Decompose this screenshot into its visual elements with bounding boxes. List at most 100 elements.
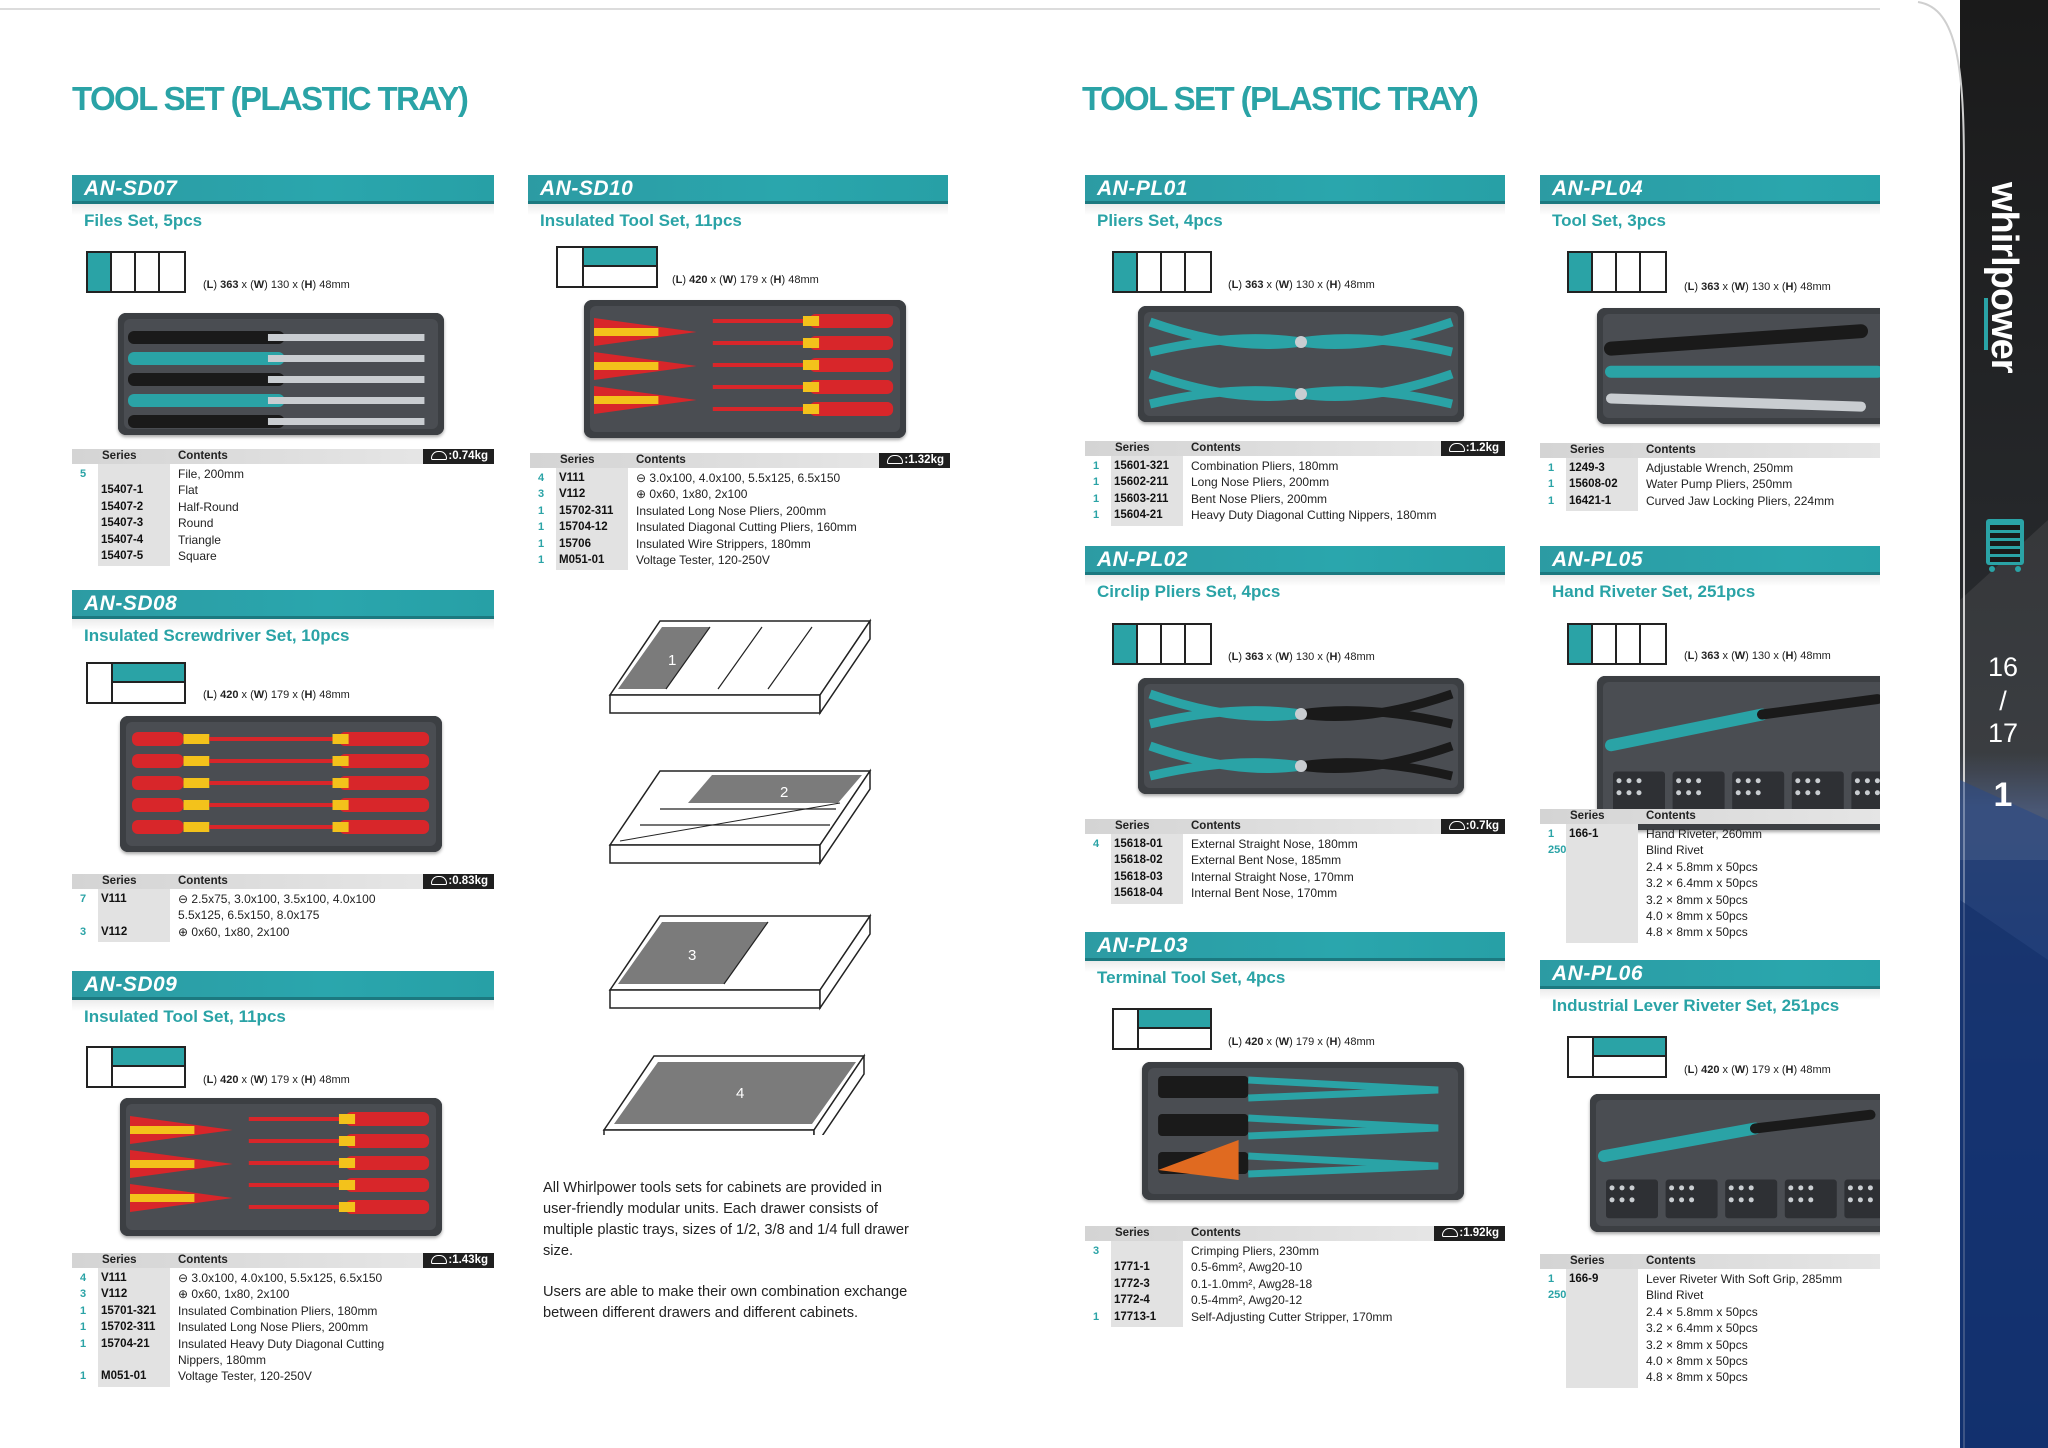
contents-table: Series Contents :1.38kg 1 1249-3 Adjusta…: [1540, 443, 1960, 512]
row-series: 15702-311: [101, 1321, 156, 1334]
header-shadow: [1085, 201, 1505, 215]
row-contents: Flat: [178, 483, 199, 498]
row-contents: Voltage Tester, 120-250V: [636, 552, 770, 567]
drawer-1: 1: [608, 618, 872, 716]
header-shadow: [1540, 201, 1960, 215]
row-contents: 3.2 × 8mm x 50pcs: [1646, 892, 1748, 907]
table-row: 5 File, 200mm: [72, 466, 494, 482]
contents-header: Contents: [1191, 1227, 1241, 1239]
row-series: 15601-321: [1114, 460, 1169, 472]
row-series: 166-9: [1569, 1273, 1599, 1285]
row-contents: ⊖ 2.5x75, 3.0x100, 3.5x100, 4.0x100: [178, 892, 376, 906]
row-contents: Insulated Heavy Duty Diagonal Cutting: [178, 1336, 385, 1351]
contents-header: Contents: [178, 875, 228, 887]
block-header: AN-SD07: [72, 175, 494, 204]
series-header: Series: [560, 454, 595, 466]
table-row: 1 15702-311 Insulated Long Nose Pliers, …: [72, 1319, 494, 1335]
row-qty: 4: [1093, 838, 1100, 850]
row-qty: 7: [80, 893, 87, 905]
row-series: 1249-3: [1569, 462, 1605, 474]
row-contents: 4.8 × 8mm x 50pcs: [1646, 925, 1748, 940]
table-row: 1 M051-01 Voltage Tester, 120-250V: [72, 1368, 494, 1384]
table-row: 1772-3 0.1-1.0mm², Awg28-18: [1085, 1276, 1505, 1292]
row-series: 15407-2: [101, 500, 144, 513]
table-header: Series Contents :0.74kg: [72, 449, 494, 464]
drawer-3: 3: [608, 913, 872, 1011]
table-row: Nippers, 180mm: [72, 1352, 494, 1368]
row-qty: 1: [80, 1370, 87, 1383]
table-row: 1 17713-1 Self-Adjusting Cutter Stripper…: [1085, 1309, 1505, 1325]
modular-note-p2: Users are able to make their own combina…: [543, 1284, 908, 1321]
tray-photo: [120, 716, 442, 852]
row-contents: 2.4 × 5.8mm x 50pcs: [1646, 1304, 1758, 1319]
weight-icon: [431, 451, 448, 460]
weight-icon: [1448, 443, 1465, 452]
row-contents: 2.4 × 5.8mm x 50pcs: [1646, 859, 1758, 874]
table-row: 3 V112 ⊕ 0x60, 1x80, 2x100: [72, 1286, 494, 1302]
row-series: 15608-02: [1569, 478, 1618, 491]
table-row: 4 V111 ⊖ 3.0x100, 4.0x100, 5.5x125, 6.5x…: [72, 1270, 494, 1286]
row-qty: 1: [1548, 828, 1555, 840]
quarter-tray-icon: [1567, 251, 1667, 293]
table-row: 1 15601-321 Combination Pliers, 180mm: [1085, 458, 1505, 474]
drawer-2: 2: [608, 768, 872, 866]
table-row: 3 V112 ⊕ 0x60, 1x80, 2x100: [72, 924, 494, 940]
row-series: 15618-02: [1114, 854, 1163, 867]
row-series: V112: [559, 488, 586, 501]
set-code: AN-SD07: [84, 177, 178, 200]
side-ribbon: [1880, 0, 2048, 1448]
weight-badge: :0.7kg: [1440, 819, 1505, 834]
row-series: 15618-04: [1114, 887, 1163, 900]
row-contents: File, 200mm: [178, 467, 245, 481]
row-contents: 0.5-6mm², Awg20-10: [1191, 1260, 1303, 1275]
right-page-title: TOOL SET (PLASTIC TRAY): [1082, 80, 1479, 117]
table-row: 3.2 × 6.4mm x 50pcs: [1540, 875, 1960, 891]
tray-dimensions: (L) 363 x (W) 130 x (H) 48mm: [1228, 279, 1375, 291]
contents-header: Contents: [178, 450, 228, 462]
row-series: M051-01: [559, 553, 605, 566]
row-contents: Combination Pliers, 180mm: [1191, 459, 1339, 473]
table-row: 15618-03 Internal Straight Nose, 170mm: [1085, 869, 1505, 885]
svg-text:whirlpower: whirlpower: [1984, 181, 2025, 374]
table-row: 4.0 × 8mm x 50pcs: [1540, 908, 1960, 924]
table-row: 1 15704-12 Insulated Diagonal Cutting Pl…: [530, 519, 950, 535]
row-contents: 3.2 × 6.4mm x 50pcs: [1646, 876, 1758, 891]
row-contents: External Straight Nose, 180mm: [1191, 837, 1358, 851]
row-series: 15706: [559, 537, 591, 550]
series-header: Series: [1570, 444, 1605, 456]
set-code: AN-SD10: [540, 177, 634, 200]
table-row: 2.4 × 5.8mm x 50pcs: [1540, 859, 1960, 875]
drawer-2-label: 2: [780, 784, 788, 801]
set-title: Hand Riveter Set, 251pcs: [1552, 582, 1756, 601]
table-row: 1 15706 Insulated Wire Strippers, 180mm: [530, 536, 950, 552]
table-row: 3.2 × 8mm x 50pcs: [1540, 892, 1960, 908]
contents-table: Series Contents :1.43kg 4 V111 ⊖ 3.0x100…: [72, 1253, 494, 1387]
row-contents: ⊖ 3.0x100, 4.0x100, 5.5x125, 6.5x150: [178, 1271, 383, 1285]
row-qty: 1: [1548, 1273, 1555, 1285]
table-row: 7 V111 ⊖ 2.5x75, 3.0x100, 3.5x100, 4.0x1…: [72, 891, 494, 907]
block-an-pl01: AN-PL01 Pliers Set, 4pcs: [1085, 175, 1505, 230]
weight-badge: :1.92kg: [1434, 1226, 1505, 1241]
row-contents: Internal Straight Nose, 170mm: [1191, 869, 1354, 884]
contents-header: Contents: [1191, 820, 1241, 832]
row-series: 15602-211: [1114, 476, 1169, 489]
row-qty: 4: [538, 472, 545, 484]
contents-table: Series Contents :1.2kg 1 15601-321 Combi…: [1085, 441, 1505, 526]
table-row: 250 Blind Rivet: [1540, 1287, 1960, 1303]
contents-table: Series Contents :0.93kg 1 166-1 Hand Riv…: [1540, 809, 1960, 943]
quarter-tray-icon: [1112, 623, 1212, 665]
block-header: AN-SD08: [72, 590, 494, 619]
contents-table: Series Contents :1.32kg 4 V111 ⊖ 3.0x100…: [530, 453, 950, 571]
row-series: 16421-1: [1569, 494, 1612, 507]
table-row: 4.0 × 8mm x 50pcs: [1540, 1353, 1960, 1369]
table-row: 4 15618-01 External Straight Nose, 180mm: [1085, 836, 1505, 852]
table-body: 4 V111 ⊖ 3.0x100, 4.0x100, 5.5x125, 6.5x…: [530, 468, 950, 571]
table-row: 3.2 × 8mm x 50pcs: [1540, 1337, 1960, 1353]
series-header: Series: [102, 1254, 137, 1266]
table-body: 1 1249-3 Adjustable Wrench, 250mm 1 1560…: [1540, 458, 1960, 512]
table-body: 5 File, 200mm 15407-1 Flat 15407-2 Half-…: [72, 464, 494, 567]
row-series: 15618-03: [1114, 870, 1163, 883]
row-qty: 1: [1548, 478, 1555, 491]
quarter-tray-icon: [1567, 623, 1667, 665]
series-header: Series: [102, 875, 137, 887]
